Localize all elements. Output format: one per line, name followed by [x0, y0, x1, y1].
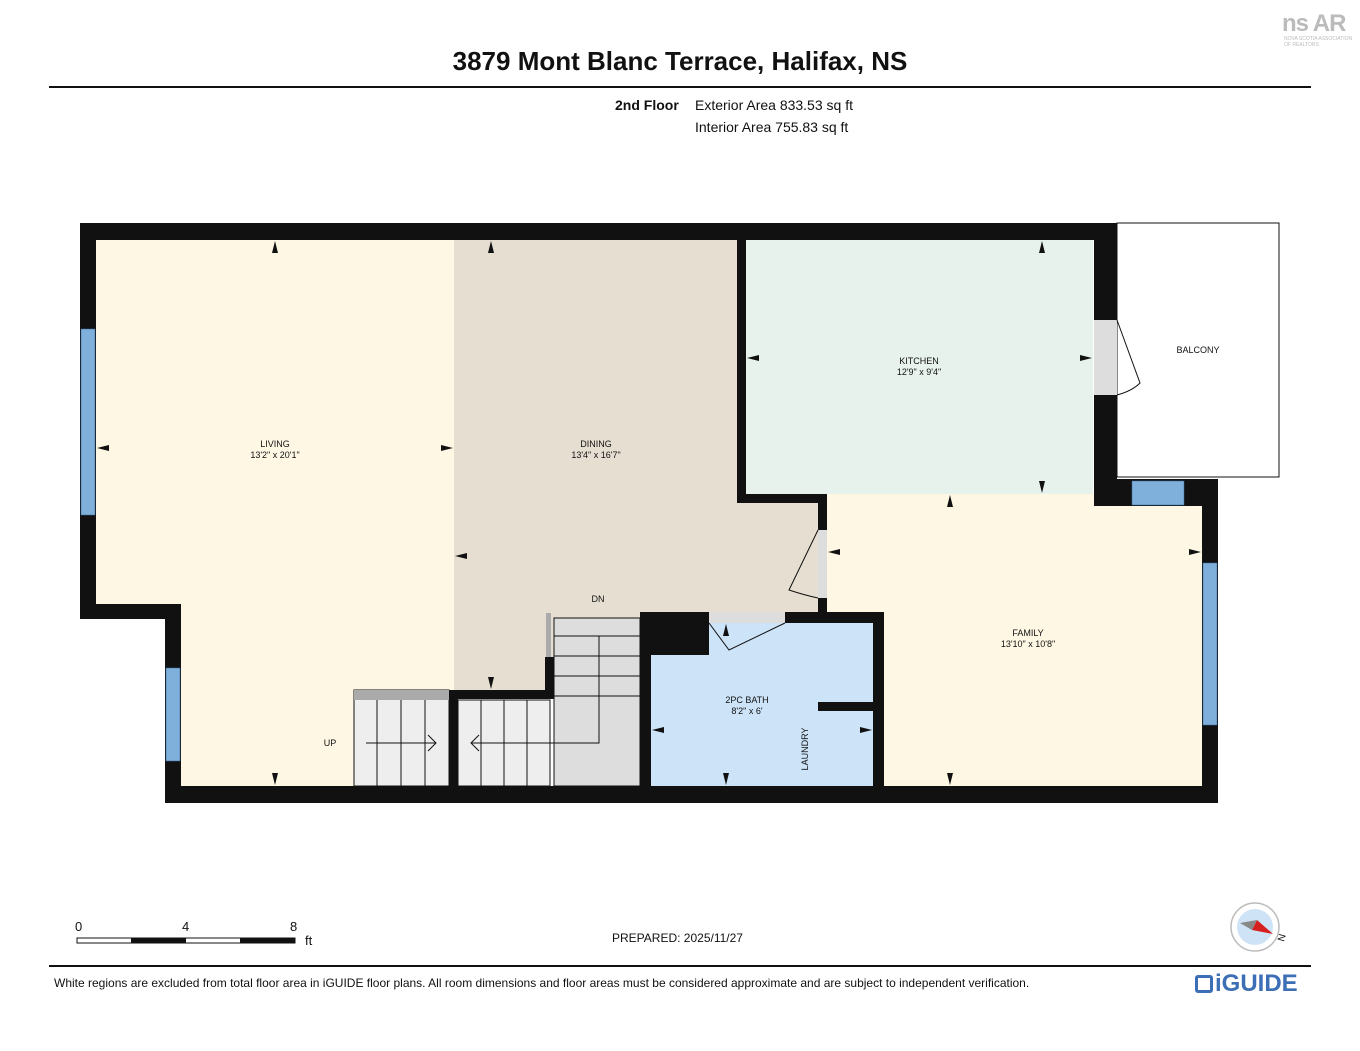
family-room-dims: 13'10" x 10'8" — [1001, 639, 1055, 649]
kitchen-name: KITCHEN — [899, 356, 939, 366]
bath-dims: 8'2" x 6' — [731, 706, 762, 716]
scale-tick-8: 8 — [290, 919, 298, 934]
windows — [80, 328, 1218, 762]
door-balcony — [1094, 319, 1141, 396]
living-room-name: LIVING — [260, 439, 290, 449]
nsar-logo-subtitle: NOVA SCOTIA ASSOCIATION OF REALTORS — [1284, 36, 1353, 48]
stairs-up — [353, 689, 450, 787]
living-room-area — [96, 240, 454, 786]
bath-name: 2PC BATH — [725, 695, 768, 705]
laundry-label: LAUNDRY — [800, 728, 810, 771]
dining-room-area — [454, 240, 818, 690]
kitchen-area — [746, 240, 1093, 494]
interior-area: Interior Area 755.83 sq ft — [695, 119, 849, 135]
scale-tick-0: 0 — [75, 919, 83, 934]
stairs-down-label: DN — [592, 594, 605, 604]
dimension-arrows — [97, 241, 1201, 785]
iguide-logo: iGUIDE — [1195, 970, 1298, 998]
balcony-name: BALCONY — [1176, 345, 1219, 355]
dining-room-dims: 13'4" x 16'7" — [571, 450, 620, 460]
footer-divider — [49, 965, 1311, 967]
door-bath — [708, 612, 786, 651]
floor-label: 2nd Floor — [615, 97, 679, 113]
living-room-dims: 13'2" x 20'1" — [250, 450, 299, 460]
stairs-up-label: UP — [324, 738, 337, 748]
scale-tick-4: 4 — [182, 919, 190, 934]
exterior-area: Exterior Area 833.53 sq ft — [695, 97, 853, 113]
family-room-name: FAMILY — [1012, 628, 1043, 638]
compass-north-label: N — [1276, 933, 1288, 943]
scale-bar — [76, 937, 296, 944]
door-family — [788, 529, 827, 599]
scale-unit: ft — [305, 933, 313, 948]
disclaimer-text: White regions are excluded from total fl… — [54, 976, 1030, 990]
iguide-logo-icon — [1195, 975, 1213, 993]
header-divider — [49, 86, 1311, 88]
iguide-logo-text: iGUIDE — [1215, 970, 1298, 997]
family-room-area — [827, 494, 1202, 786]
kitchen-dims: 12'9" x 9'4" — [897, 367, 941, 377]
prepared-date: PREPARED: 2025/11/27 — [612, 931, 743, 945]
compass-icon: N — [1230, 902, 1289, 952]
nsar-logo: ns AR — [1282, 10, 1346, 37]
property-address-title: 3879 Mont Blanc Terrace, Halifax, NS — [452, 46, 908, 76]
balcony-area — [1116, 222, 1280, 478]
dining-room-name: DINING — [580, 439, 612, 449]
